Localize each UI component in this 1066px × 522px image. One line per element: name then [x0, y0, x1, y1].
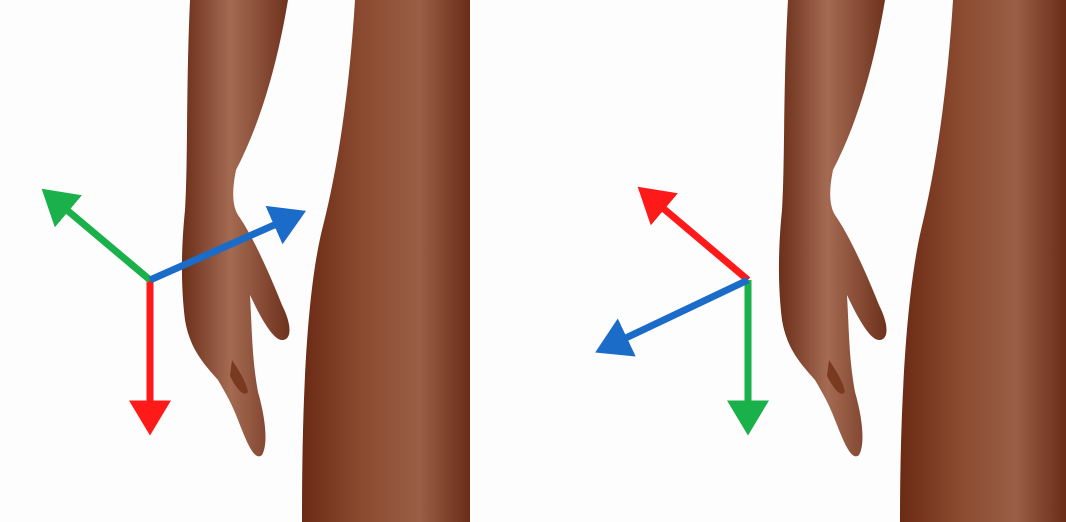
y-axis-arrow [41, 188, 153, 283]
axis-triad-left [41, 188, 307, 436]
torso [900, 0, 1066, 522]
left-view-panel [41, 0, 470, 522]
z-axis-arrow [148, 205, 307, 284]
finger-ring [827, 360, 845, 394]
forearm-and-hand [778, 0, 887, 457]
right-view-panel [533, 0, 1066, 522]
z-axis-arrow [595, 276, 750, 357]
forearm-and-hand [181, 0, 290, 457]
x-axis-arrow [637, 186, 751, 283]
torso [302, 0, 470, 522]
finger-ring [230, 360, 248, 394]
left-view-illustration [41, 0, 470, 522]
right-view-illustration [595, 0, 1066, 522]
axis-triad-right [595, 186, 769, 436]
